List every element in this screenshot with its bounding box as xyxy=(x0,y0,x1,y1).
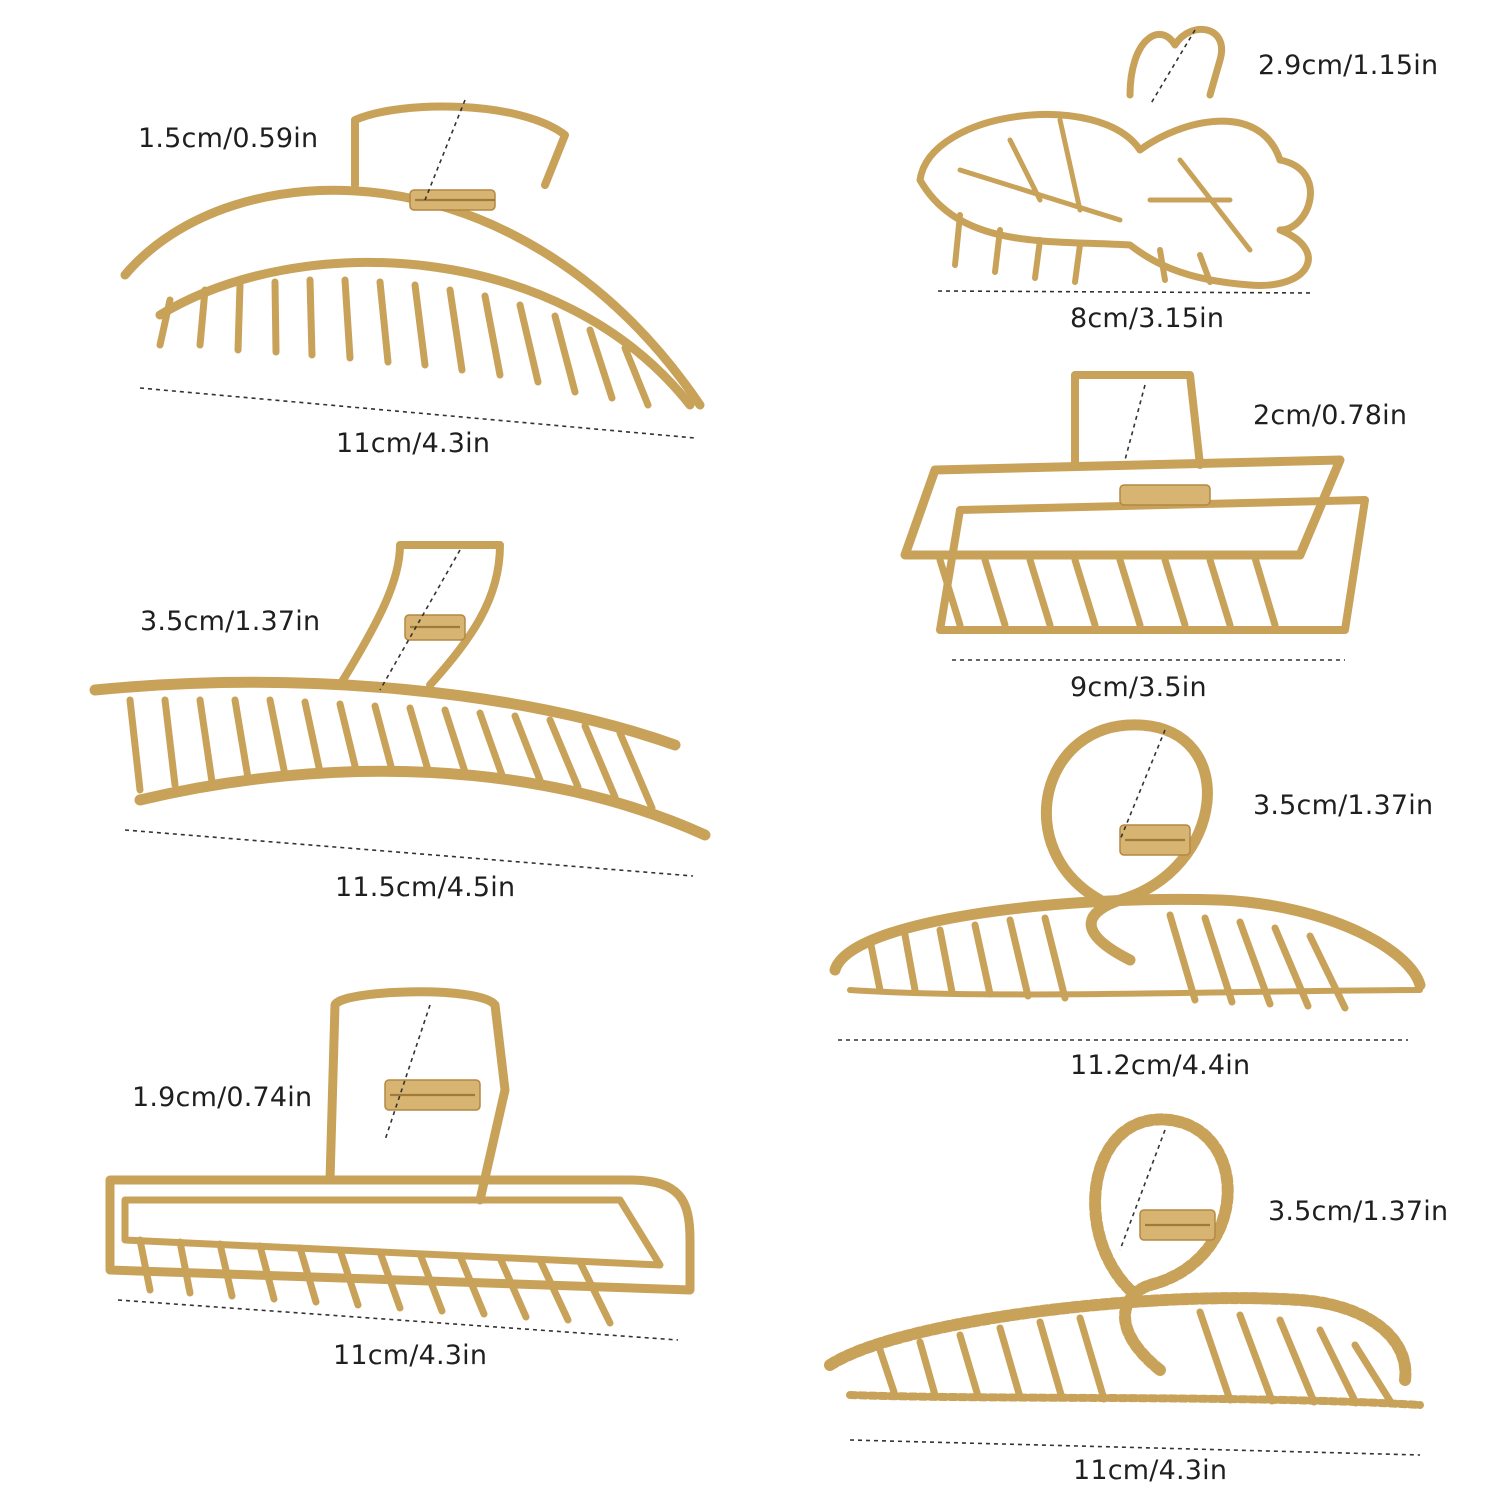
clip3-height-label: 1.9cm/0.74in xyxy=(132,1082,313,1113)
clip7-height-label: 3.5cm/1.37in xyxy=(1268,1196,1449,1227)
width-guide-line xyxy=(139,387,696,439)
clip5-height-label: 2cm/0.78in xyxy=(1253,400,1408,431)
height-guide-line xyxy=(424,99,466,201)
clip-square-box xyxy=(900,371,1369,661)
height-guide-line xyxy=(384,1004,431,1141)
height-guide-line xyxy=(1149,29,1196,106)
clip4-width-label: 8cm/3.15in xyxy=(1070,303,1225,334)
clip-ladder-arc xyxy=(89,541,711,877)
height-guide-line xyxy=(1119,1129,1166,1251)
clip-butterfly xyxy=(916,26,1314,294)
clip1-height-label: 1.5cm/0.59in xyxy=(138,123,319,154)
clip7-width-label: 11cm/4.3in xyxy=(1073,1455,1228,1486)
clip1-width-label: 11cm/4.3in xyxy=(336,428,491,459)
clip2-width-label: 11.5cm/4.5in xyxy=(335,872,516,903)
clip4-height-label: 2.9cm/1.15in xyxy=(1258,50,1439,81)
clip3-width-label: 11cm/4.3in xyxy=(333,1340,488,1371)
clip6-width-label: 11.2cm/4.4in xyxy=(1070,1050,1251,1081)
clip5-width-label: 9cm/3.5in xyxy=(1070,672,1207,703)
clip2-height-label: 3.5cm/1.37in xyxy=(140,606,321,637)
width-guide-line xyxy=(937,290,1314,294)
clip-twist-loop xyxy=(829,719,1426,1041)
width-guide-line xyxy=(124,829,694,877)
height-guide-line xyxy=(1124,384,1146,461)
clip-rectangle-frame xyxy=(105,987,695,1341)
clip6-height-label: 3.5cm/1.37in xyxy=(1253,790,1434,821)
width-guide-line xyxy=(849,1439,1421,1456)
height-guide-line xyxy=(379,549,461,691)
clip-braided-loop xyxy=(824,1113,1424,1456)
clip-large-arch xyxy=(120,99,705,439)
width-guide-line xyxy=(117,1299,679,1341)
height-guide-line xyxy=(1119,729,1166,841)
